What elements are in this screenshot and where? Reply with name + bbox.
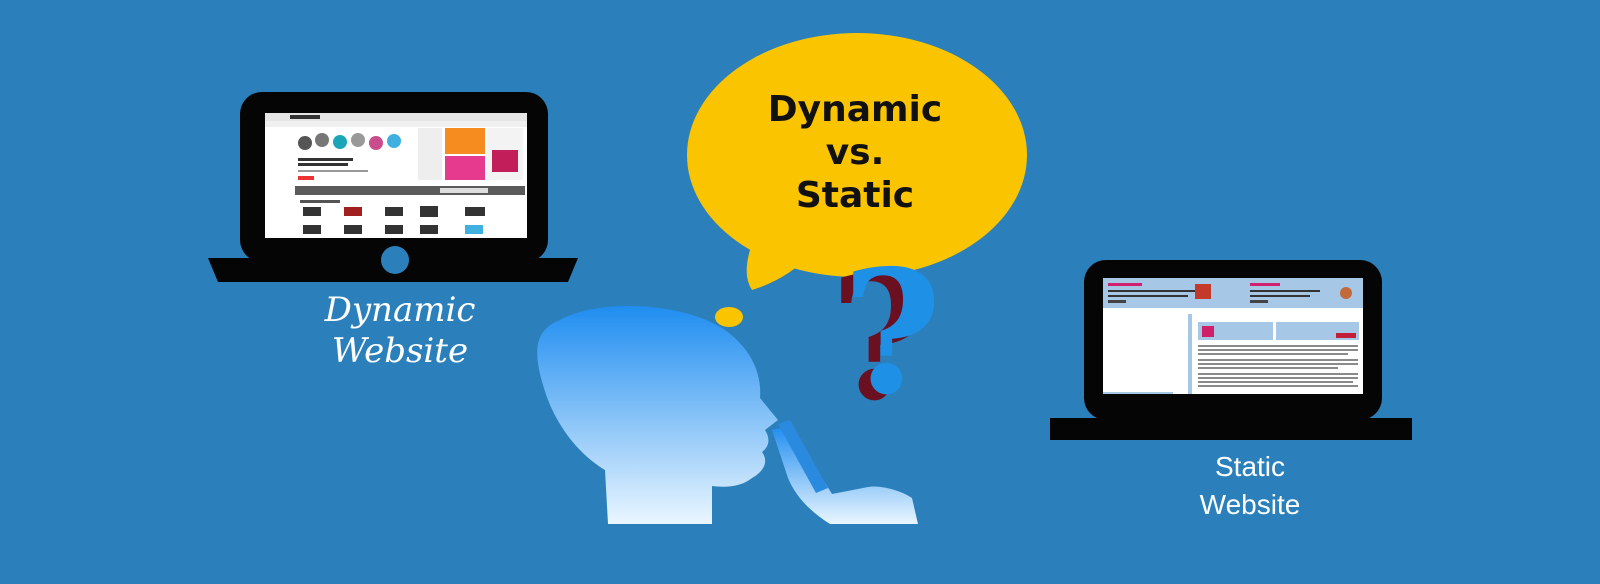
bubble-line-dynamic: Dynamic bbox=[767, 89, 943, 130]
svg-text:?: ? bbox=[842, 233, 942, 433]
dynamic-website-caption: Dynamic Website bbox=[290, 290, 510, 372]
thought-bubble-icon bbox=[687, 33, 1027, 327]
static-caption-line2: Website bbox=[1199, 488, 1301, 520]
svg-text:?: ? bbox=[830, 239, 930, 439]
static-page-screen bbox=[1103, 278, 1363, 394]
question-mark-icon: ? ? bbox=[830, 233, 942, 439]
bubble-line-vs: vs. bbox=[825, 132, 885, 174]
dynamic-caption-line2: Website bbox=[331, 330, 469, 371]
laptop-static-icon bbox=[1050, 260, 1412, 440]
dynamic-caption-line1: Dynamic bbox=[324, 290, 476, 330]
thinking-head-icon bbox=[537, 306, 918, 524]
ecommerce-screen bbox=[265, 113, 527, 238]
laptop-dynamic-icon bbox=[208, 92, 578, 282]
static-caption-line1: Static bbox=[1214, 451, 1286, 482]
bubble-line-static: Static bbox=[795, 175, 915, 217]
static-website-caption: Static Website bbox=[1140, 448, 1360, 524]
bubble-title: Dynamic vs. Static bbox=[720, 88, 990, 218]
